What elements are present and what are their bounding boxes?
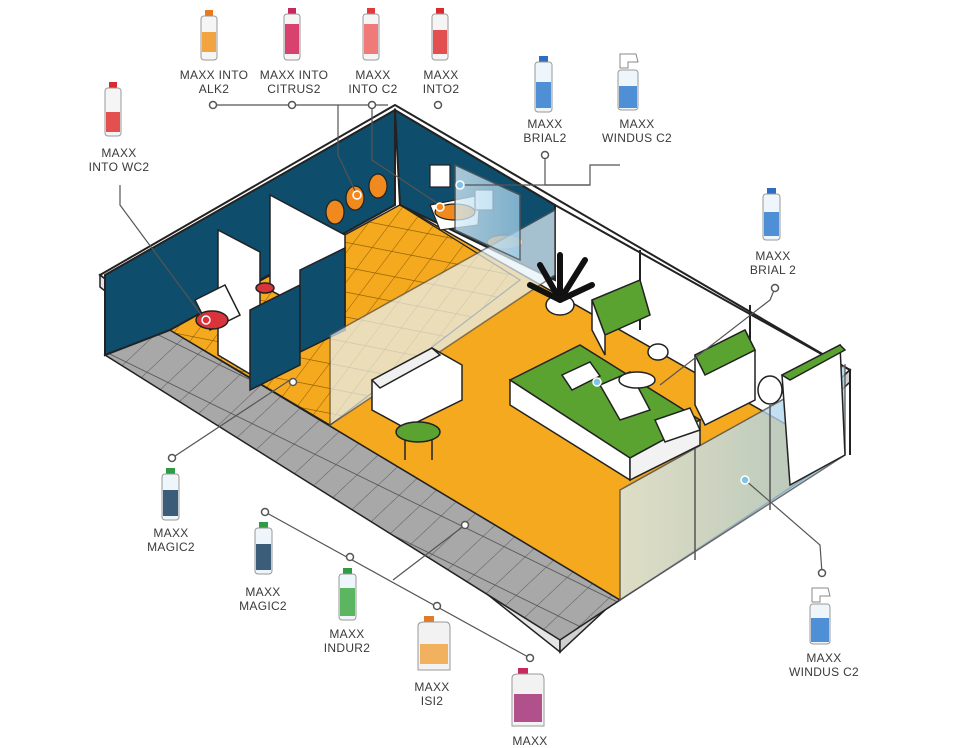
target-dots (201, 180, 750, 485)
bottle-magic2-left (161, 468, 180, 521)
lounge-furniture (370, 347, 463, 460)
storage-shelves (693, 328, 847, 487)
canister-isi2 (417, 616, 451, 671)
reception-desk (508, 278, 702, 482)
leader-dots (167, 100, 827, 663)
potted-plant (527, 252, 595, 316)
label-maxx-bottom: MAXX (512, 734, 548, 748)
toilet-stalls (193, 193, 346, 392)
bottle-into2 (431, 8, 449, 61)
bottle-into-wc2 (104, 82, 122, 137)
bottle-into-citrus2 (283, 8, 301, 61)
bottle-into-c2 (362, 8, 380, 61)
bottle-into-alk2 (200, 10, 218, 61)
bottle-magic2-mid (254, 522, 273, 575)
canister-bottom (511, 668, 545, 727)
bottle-brial2-right (762, 188, 781, 241)
bottle-indur2 (338, 568, 357, 621)
spray-windus-c2-bottom (809, 587, 831, 645)
leader-lines (119, 104, 823, 659)
bottle-brial2-top (534, 56, 553, 113)
spray-windus-c2-top (617, 53, 639, 111)
